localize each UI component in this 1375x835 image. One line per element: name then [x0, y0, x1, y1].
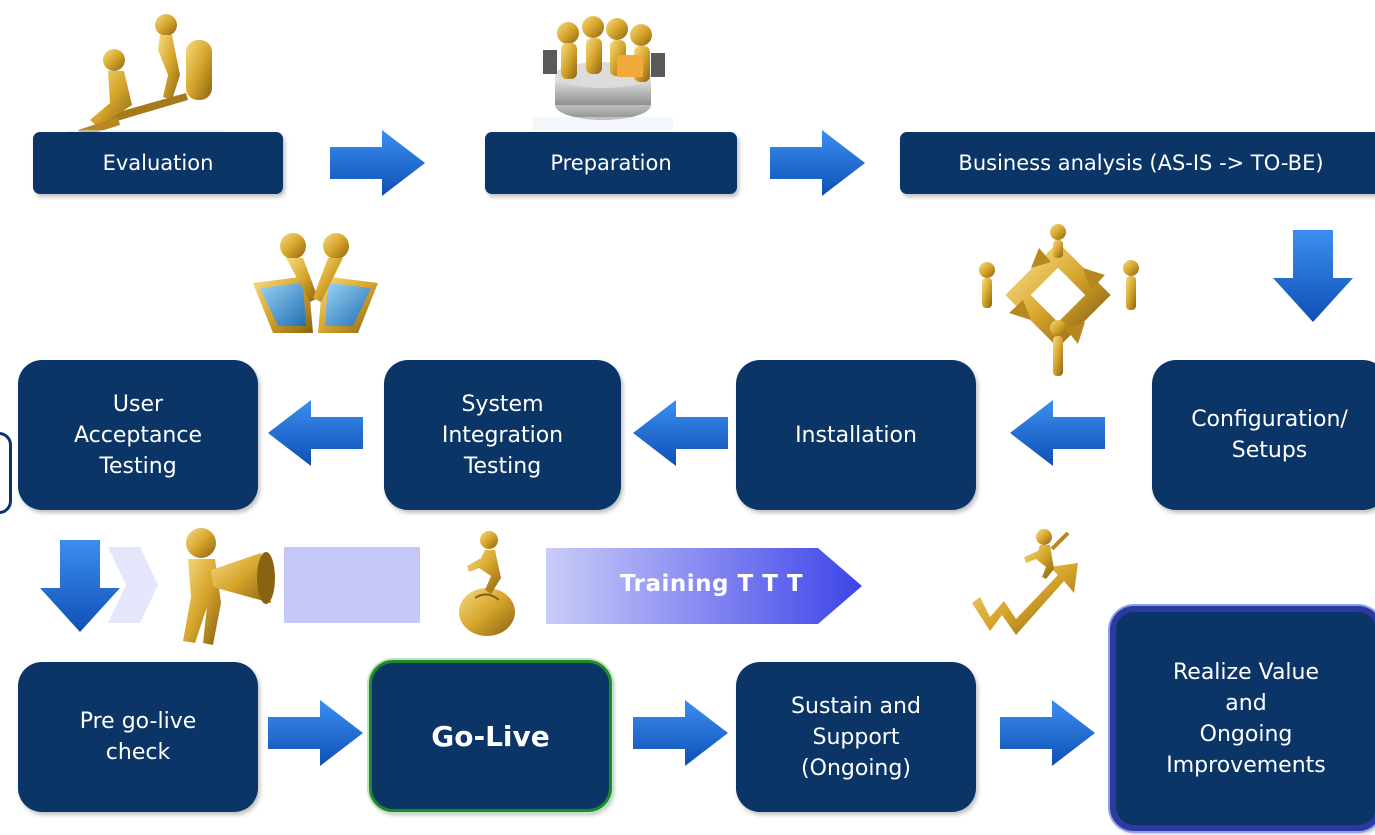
arrow-down-icon — [1273, 230, 1353, 322]
training-label: Training T T T — [620, 571, 804, 597]
step-configuration[interactable]: Configuration/ Setups — [1152, 360, 1375, 510]
training-band-middle — [284, 547, 420, 623]
cycle-arrows-team-icon — [979, 224, 1139, 376]
step-system-integration-testing[interactable]: System Integration Testing — [384, 360, 621, 510]
meeting-team-icon — [533, 16, 673, 130]
arrow-left-icon — [268, 400, 363, 466]
surfing-mouse-icon — [459, 531, 515, 636]
growth-arrow-figure-icon — [972, 529, 1078, 635]
step-golive[interactable]: Go-Live — [369, 660, 612, 812]
step-sustain-support[interactable]: Sustain and Support (Ongoing) — [736, 662, 976, 812]
arrow-right-icon — [268, 700, 363, 766]
training-band-arrow — [546, 548, 862, 624]
arrow-down-icon — [40, 540, 120, 632]
arrow-left-icon — [1010, 400, 1105, 466]
arrow-right-icon — [770, 130, 865, 196]
step-realize-value[interactable]: Realize Value and Ongoing Improvements — [1110, 606, 1375, 831]
step-preparation[interactable]: Preparation — [485, 132, 737, 194]
arrow-right-icon — [633, 700, 728, 766]
figure-lever-icon — [68, 14, 223, 145]
arrow-right-icon — [1000, 700, 1095, 766]
megaphone-figure-icon — [183, 528, 275, 645]
training-band-left — [108, 547, 158, 623]
step-installation[interactable]: Installation — [736, 360, 976, 510]
step-pre-golive-check[interactable]: Pre go-live check — [18, 662, 258, 812]
arrow-left-icon — [633, 400, 728, 466]
step-evaluation[interactable]: Evaluation — [33, 132, 283, 194]
step-business-analysis[interactable]: Business analysis (AS-IS -> TO-BE) — [900, 132, 1375, 194]
handshake-puzzle-icon — [253, 233, 378, 333]
left-edge-bracket — [0, 432, 12, 514]
step-user-acceptance-testing[interactable]: User Acceptance Testing — [18, 360, 258, 510]
arrow-right-icon — [330, 130, 425, 196]
